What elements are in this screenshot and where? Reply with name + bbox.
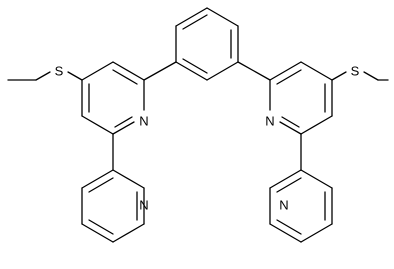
right-methylthio-group — [331, 71, 389, 81]
atom-label-n-right-terminal: N — [279, 197, 288, 212]
atom-label-n-right-pyridine: N — [265, 113, 274, 128]
right-pyridine-ring — [237, 61, 333, 135]
central-benzene-ring — [175, 7, 239, 81]
left-pyridine-ring — [81, 61, 177, 135]
atom-label-n-left-pyridine: N — [139, 113, 148, 128]
atom-label-s-left: S — [55, 63, 64, 78]
left-methylthio-group — [7, 71, 83, 81]
left-terminal-pyridine-ring — [81, 133, 145, 243]
atom-label-n-left-terminal: N — [139, 197, 148, 212]
right-terminal-pyridine-ring — [269, 133, 333, 243]
atom-label-s-right: S — [351, 63, 360, 78]
